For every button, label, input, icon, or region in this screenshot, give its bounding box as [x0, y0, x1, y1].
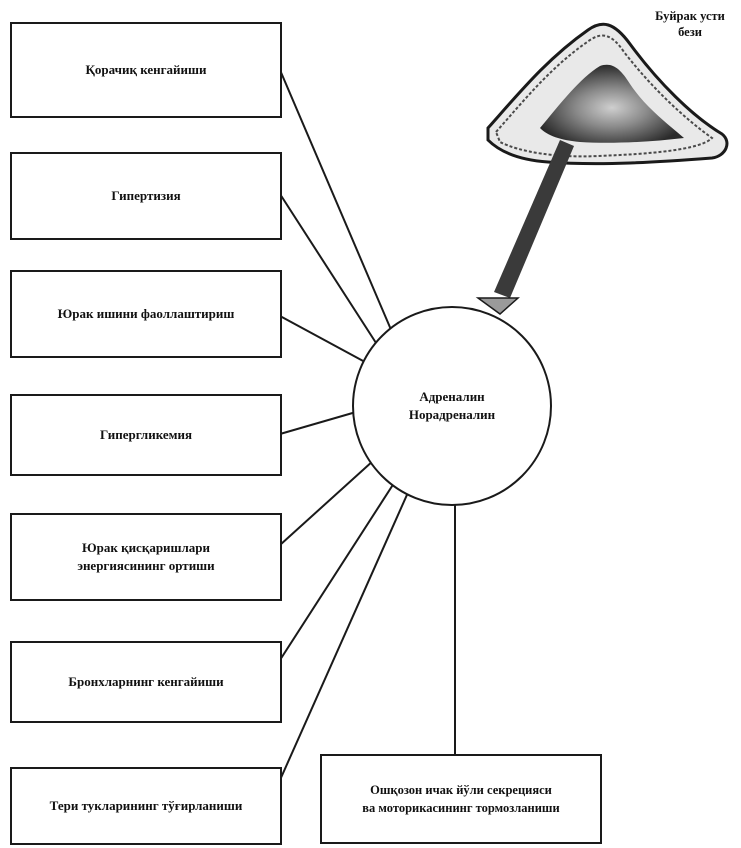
effect-box-heart-activation: Юрак ишини фаоллаштириш [10, 270, 282, 358]
gland-label-line1: Буйрак усти [655, 9, 725, 23]
hormone-adrenaline: Адреналин [419, 389, 485, 404]
effect-label-pupil: Қорачиқ кенгайиши [85, 62, 207, 77]
effect-box-bronchi: Бронхларнинг кенгайиши [10, 641, 282, 723]
effect-label-skin-hair: Тери тукларининг тўғирланиши [49, 798, 243, 813]
effect-label-heart-activation: Юрак ишини фаоллаштириш [57, 306, 235, 321]
connector-bronchi [279, 479, 397, 661]
gland-label: Буйрак усти бези [640, 8, 740, 40]
effect-box-gi-inhibition: Ошқозон ичак йўли секрецияси ва моторика… [320, 754, 602, 844]
effect-box-heart-contraction: Юрак қисқаришлари энергиясининг ортиши [10, 513, 282, 601]
effect-box-skin-hair: Тери тукларининг тўғирланиши [10, 767, 282, 845]
effect-box-hyperglycemia: Гипергликемия [10, 394, 282, 476]
gland-label-line2: бези [678, 25, 702, 39]
adrenal-gland-illustration [475, 22, 729, 315]
effect-label-gi-1: Ошқозон ичак йўли секрецияси [370, 783, 552, 797]
effect-label-hyperglycemia: Гипергликемия [99, 427, 193, 442]
effect-label-bronchi: Бронхларнинг кенгайиши [68, 674, 224, 689]
effect-box-hypertension: Гипертизия [10, 152, 282, 240]
connector-hyperglycemia [279, 411, 357, 435]
connector-heart-contraction [279, 459, 375, 546]
hormone-circle: Адреналин Норадреналин [352, 306, 552, 506]
effect-label-heart-contraction-2: энергиясининг ортиши [77, 558, 215, 573]
effect-label-gi-2: ва моторикасининг тормозланиши [362, 801, 560, 815]
connector-hypertension [279, 193, 379, 347]
connector-pupil [279, 69, 393, 333]
hormone-noradrenaline: Норадреналин [408, 407, 496, 422]
connector-skin-hair [279, 487, 411, 781]
connector-heart-activation [279, 315, 366, 363]
effect-label-heart-contraction-1: Юрак қисқаришлари [81, 540, 211, 555]
effect-label-hypertension: Гипертизия [111, 188, 181, 203]
effect-box-pupil: Қорачиқ кенгайиши [10, 22, 282, 118]
